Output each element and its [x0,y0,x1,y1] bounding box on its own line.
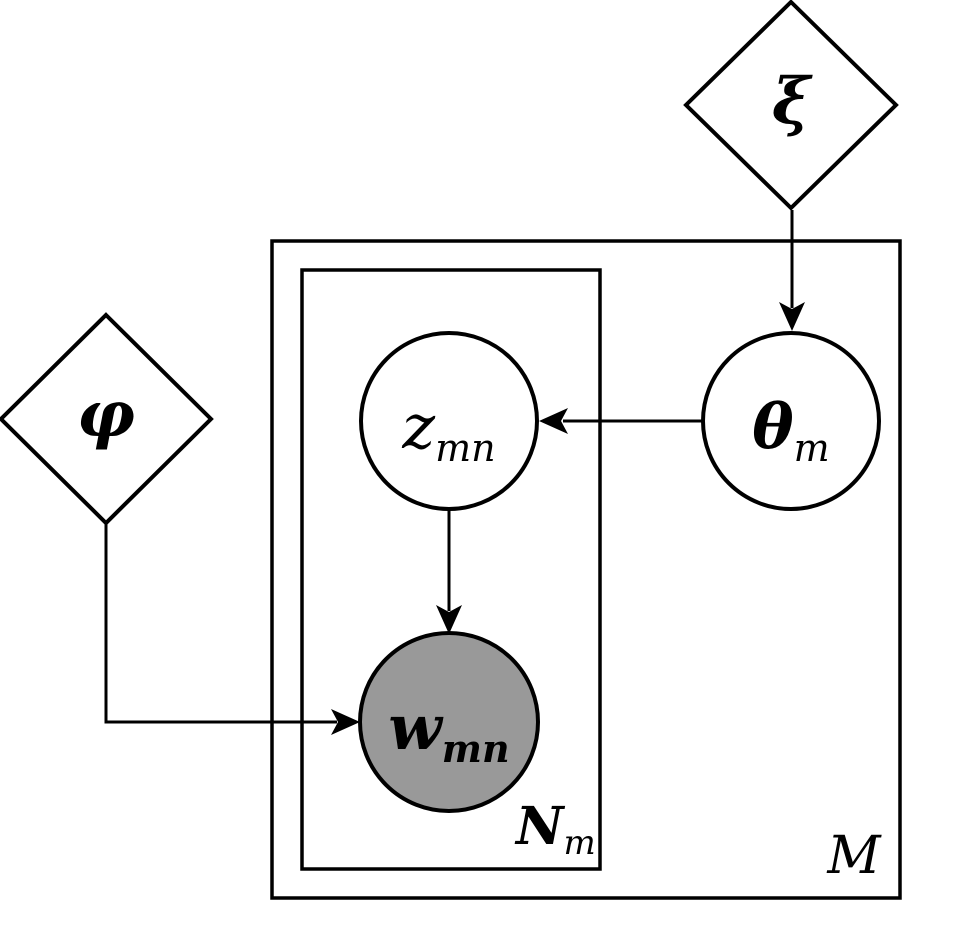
arrowhead-xi-to-theta [779,302,805,331]
outer-plate-label: M [826,826,882,886]
w-node-observed [358,631,540,813]
plate-outer-M [270,239,902,900]
inner-plate-label: Nm [514,796,596,863]
plate-inner-Nm [300,268,602,871]
xi-diamond-node [683,0,899,211]
arrowhead-z-to-w [436,605,462,634]
phi-label: φ [77,377,135,452]
arrowhead-phi-to-w [331,709,360,735]
theta-node [701,331,881,511]
xi-label: ξ [772,64,813,139]
theta-label: θm [752,390,829,470]
phi-diamond-node [0,312,214,526]
w-label: wmn [388,691,509,771]
arrowhead-theta-to-z [539,408,568,434]
edge-phi-to-w [104,523,337,724]
z-label: zmn [401,390,495,470]
z-node [359,331,539,511]
